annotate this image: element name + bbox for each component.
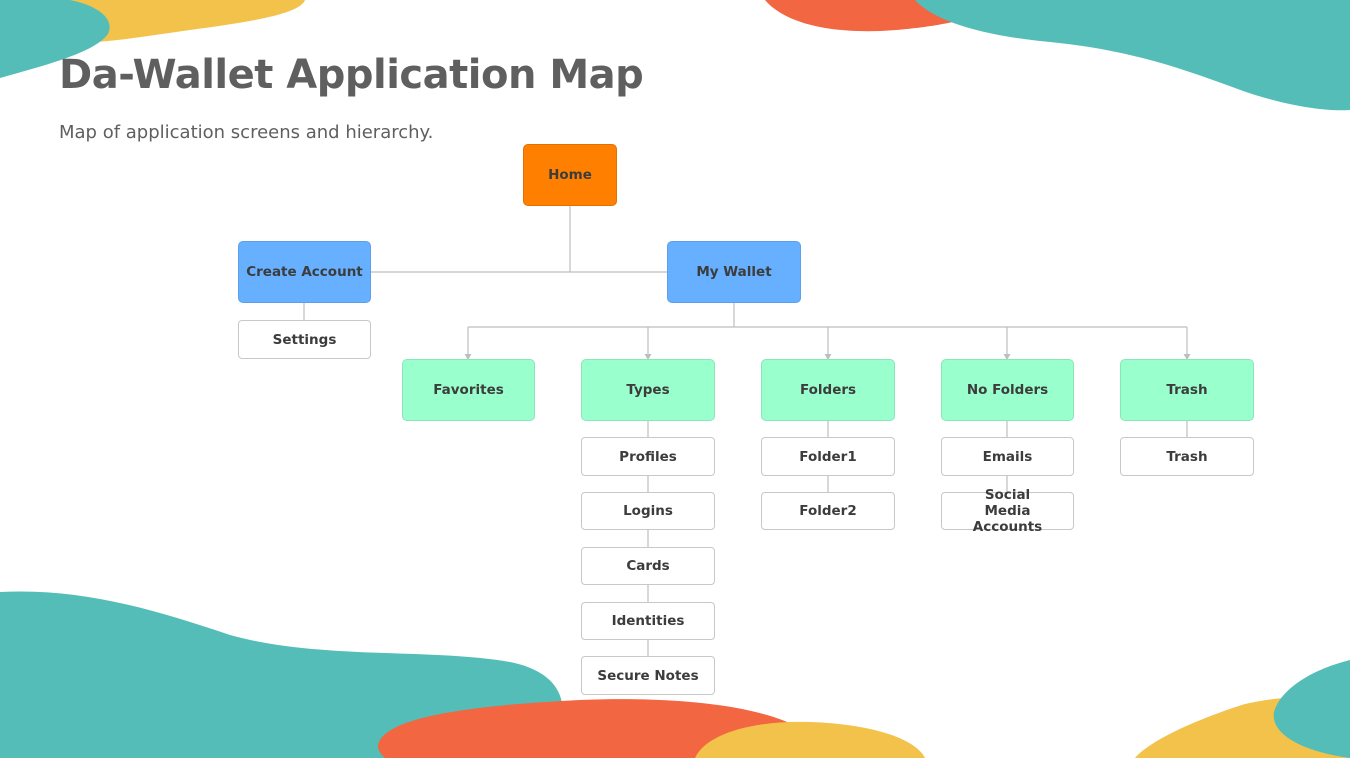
node-create-account: Create Account <box>238 241 371 303</box>
bottom-center-yellow-blob <box>695 721 925 758</box>
page-title: Da-Wallet Application Map <box>59 52 644 98</box>
page-subtitle: Map of application screens and hierarchy… <box>59 122 434 143</box>
node-social-media-accounts: Social Media Accounts <box>941 487 1074 535</box>
top-right-teal-blob <box>915 0 1350 111</box>
node-types: Types <box>581 359 715 421</box>
node-cards: Cards <box>581 547 715 585</box>
node-emails: Emails <box>941 437 1074 476</box>
node-profiles: Profiles <box>581 437 715 476</box>
node-folders: Folders <box>761 359 895 421</box>
node-identities: Identities <box>581 602 715 640</box>
node-trash: Trash <box>1120 359 1254 421</box>
node-home: Home <box>523 144 617 206</box>
bottom-right-teal-blob <box>1273 660 1350 758</box>
top-left-teal-blob <box>0 0 110 78</box>
node-trash-item: Trash <box>1120 437 1254 476</box>
node-settings: Settings <box>238 320 371 359</box>
node-my-wallet: My Wallet <box>667 241 801 303</box>
node-logins: Logins <box>581 492 715 530</box>
node-secure-notes: Secure Notes <box>581 656 715 695</box>
node-folder2: Folder2 <box>761 492 895 530</box>
node-folder1: Folder1 <box>761 437 895 476</box>
node-favorites: Favorites <box>402 359 535 421</box>
node-no-folders: No Folders <box>941 359 1074 421</box>
bottom-left-teal-blob <box>0 591 563 758</box>
